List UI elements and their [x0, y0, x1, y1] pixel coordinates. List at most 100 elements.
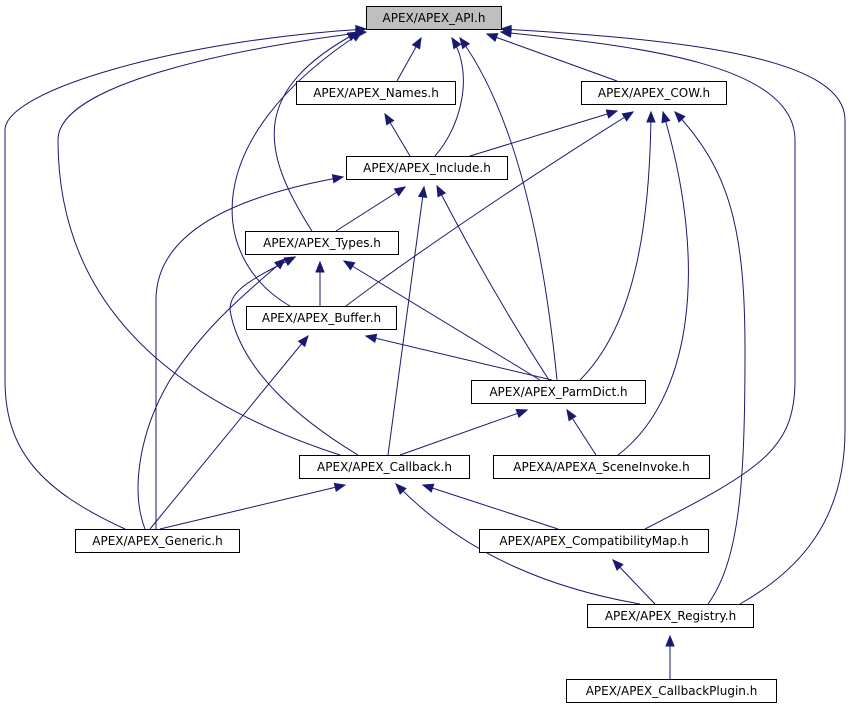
edge-include-to-api [434, 36, 464, 157]
edge-line [434, 37, 464, 157]
edge-types-to-api [273, 31, 360, 232]
edge-arrowhead [315, 260, 325, 273]
edge-registry-to-callback [395, 483, 641, 605]
edge-line [343, 260, 541, 381]
edge-names-to-api [396, 36, 422, 82]
node-label: APEX/APEX_CompatibilityMap.h [499, 534, 688, 548]
node-label: APEX/APEX_Generic.h [92, 534, 223, 548]
node-box [75, 529, 240, 553]
node-box [471, 380, 646, 404]
edge-callback-to-parmdict [399, 409, 529, 456]
edge-callback-to-include [387, 185, 428, 456]
edge-line [149, 335, 309, 530]
edge-parmdict-to-types [342, 260, 541, 381]
node-box [296, 81, 456, 105]
edge-arrowhead [364, 333, 378, 344]
edge-callback-to-types [229, 256, 359, 456]
edge-arrowhead [499, 24, 512, 35]
node-types[interactable]: APEX/APEX_Types.h [245, 231, 399, 255]
edge-line [155, 176, 344, 530]
edge-arrowhead [411, 36, 422, 50]
edge-line [335, 186, 406, 232]
edge-arrowhead [566, 408, 577, 422]
edge-buffer-to-types [315, 260, 325, 306]
node-box [366, 6, 502, 30]
edge-arrowhead [436, 184, 447, 198]
edge-arrowhead [661, 110, 671, 124]
edge-generic-to-buffer [149, 334, 309, 530]
node-cow[interactable]: APEX/APEX_COW.h [581, 81, 727, 105]
edge-line [459, 37, 558, 381]
edge-buffer-to-api [231, 31, 364, 307]
edge-line [579, 111, 652, 381]
edge-arrowhead [395, 483, 407, 495]
node-box [246, 306, 397, 330]
edge-line [365, 335, 553, 381]
edge-include-to-names [384, 112, 411, 157]
edge-line [500, 31, 796, 530]
node-box [346, 156, 508, 180]
edge-line [231, 31, 363, 307]
edge-line [674, 111, 746, 605]
edge-arrowhead [646, 110, 656, 123]
edge-arrowhead [331, 174, 345, 184]
node-box [493, 455, 710, 479]
node-callbackplugin[interactable]: APEX/APEX_CallbackPlugin.h [566, 679, 777, 703]
node-box [479, 529, 709, 553]
edge-generic-to-api [4, 24, 368, 530]
edge-registry-to-compatmap [612, 559, 656, 605]
edge-compatmap-to-callback [421, 483, 559, 530]
node-label: APEX/APEX_Callback.h [317, 460, 452, 474]
edge-line [422, 484, 559, 530]
edges-layer [4, 24, 846, 679]
edge-arrowhead [333, 482, 347, 493]
node-callback[interactable]: APEX/APEX_Callback.h [299, 455, 470, 479]
edge-arrowhead [612, 559, 624, 571]
edge-arrowhead [421, 483, 435, 493]
edge-arrowhead [342, 260, 356, 271]
node-label: APEX/APEX_API.h [383, 11, 486, 25]
edge-line [229, 256, 359, 456]
edge-parmdict-to-buffer [364, 333, 553, 381]
node-api: APEX/APEX_API.h [366, 6, 502, 30]
edge-buffer-to-cow [345, 111, 635, 307]
node-names[interactable]: APEX/APEX_Names.h [296, 81, 456, 105]
edge-line [436, 185, 550, 381]
edge-generic-to-include [155, 174, 345, 530]
node-label: APEX/APEX_Registry.h [605, 609, 736, 623]
edge-line [4, 28, 367, 530]
node-label: APEX/APEX_Include.h [363, 161, 491, 175]
edge-line [399, 409, 528, 456]
node-label: APEXA/APEXA_SceneInvoke.h [513, 460, 689, 474]
edge-registry-to-api [499, 24, 846, 605]
node-compatmap[interactable]: APEX/APEX_CompatibilityMap.h [479, 529, 709, 553]
edge-arrowhead [621, 111, 635, 122]
edge-arrowhead [417, 185, 428, 199]
edge-parmdict-to-cow [579, 110, 656, 381]
edge-arrowhead [459, 36, 471, 50]
edge-generic-to-callback [159, 482, 347, 530]
node-buffer[interactable]: APEX/APEX_Buffer.h [246, 306, 397, 330]
edge-line [486, 33, 618, 82]
edge-sceneinvoke-to-parmdict [566, 408, 597, 456]
edge-parmdict-to-api [459, 36, 558, 381]
node-registry[interactable]: APEX/APEX_Registry.h [587, 604, 754, 628]
edge-line [387, 186, 425, 456]
edge-parmdict-to-include [436, 184, 550, 381]
node-include[interactable]: APEX/APEX_Include.h [346, 156, 508, 180]
node-label: APEX/APEX_Types.h [263, 236, 381, 250]
node-box [566, 679, 777, 703]
node-parmdict[interactable]: APEX/APEX_ParmDict.h [471, 380, 646, 404]
edge-line [137, 258, 286, 530]
edge-arrowhead [384, 112, 395, 126]
node-generic[interactable]: APEX/APEX_Generic.h [75, 529, 240, 553]
edge-line [500, 28, 846, 605]
node-label: APEX/APEX_COW.h [598, 86, 710, 100]
edge-generic-to-types [137, 258, 287, 530]
edge-arrowhead [605, 109, 619, 119]
node-label: APEX/APEX_Buffer.h [262, 311, 381, 325]
node-sceneinvoke[interactable]: APEXA/APEXA_SceneInvoke.h [493, 455, 710, 479]
edge-arrowhead [355, 24, 368, 35]
